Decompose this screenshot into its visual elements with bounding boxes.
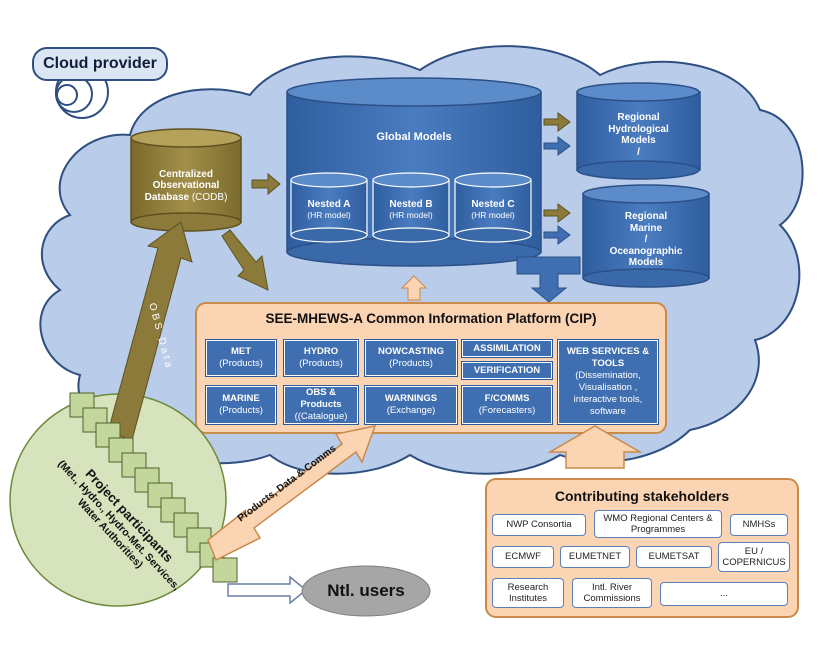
ntl-users-arrow [227, 575, 308, 605]
cip-title: SEE-MHEWS-A Common Information Platform … [265, 311, 597, 326]
global-models-title: Global Models [376, 130, 452, 143]
cip-warnings-title: WARNINGS [384, 393, 438, 405]
nested-b-label: Nested B (HR model) [373, 190, 449, 230]
codb-line1: Centralized [159, 168, 213, 180]
cip-fcomms-sub: (Forecasters) [478, 405, 536, 416]
regional-marine-cylinder [582, 184, 710, 288]
stakeholder-eumetsat: EUMETSAT [636, 546, 712, 568]
ntl-users-label: Ntl. users [327, 581, 405, 601]
cip-hydro-title: HYDRO [303, 346, 339, 358]
stakeholders-title: Contributing stakeholders [554, 488, 730, 504]
nested-c-name: Nested C [471, 199, 515, 211]
cip-nowcasting-sub: (Products) [389, 358, 433, 369]
nested-cylinders [290, 172, 532, 243]
nested-b-name: Nested B [389, 199, 433, 211]
regional-hydro-line2: Hydrological [608, 123, 669, 135]
stakeholder-wmo: WMO Regional Centers & Programmes [594, 510, 722, 538]
regional-marine-line4: Oceanographic [609, 245, 683, 257]
stakeholder-river-commissions: Intl. River Commissions [572, 578, 652, 608]
cip-nowcasting: NOWCASTING(Products) [364, 339, 458, 377]
regional-hydro-cylinder [576, 82, 701, 180]
participants-ellipse [9, 393, 227, 607]
codb-suffix: (CODB) [191, 191, 228, 203]
cip-obs-title2: Products [300, 399, 342, 411]
cloud-provider-box [32, 47, 168, 81]
cip-assimilation: ASSIMILATION [461, 339, 553, 358]
cip-web-l3: interactive tools, [573, 393, 643, 405]
nested-a-name: Nested A [307, 199, 351, 211]
cip-web-title2: TOOLS [591, 358, 625, 370]
regional-hydro-line3: Models [621, 135, 656, 146]
cip-web-l4: software [590, 405, 626, 417]
stakeholder-nwp: NWP Consortia [492, 514, 586, 536]
olive-arrows [221, 112, 571, 291]
stakeholders-up-arrow [547, 425, 643, 469]
stakeholder-ecmwf: ECMWF [492, 546, 554, 568]
cip-obs-sub: ((Catalogue) [294, 410, 348, 422]
codb-line2: Observational [152, 180, 220, 192]
cip-met: MET(Products) [205, 339, 277, 377]
cip-fcomms: F/COMMS(Forecasters) [461, 385, 553, 425]
cip-obs-products: OBS &Products((Catalogue) [283, 385, 359, 425]
cip-met-title: MET [230, 346, 252, 358]
cip-obs-title: OBS & [305, 387, 337, 399]
obs-data-arrow [107, 221, 193, 441]
regional-marine-line3: / [644, 234, 648, 246]
nested-b-sub: (HR model) [389, 209, 433, 220]
cip-warnings: WARNINGS(Exchange) [364, 385, 458, 425]
products-arrow [207, 424, 377, 562]
cloud-provider-label: Cloud provider [43, 54, 157, 72]
nested-c-sub: (HR model) [471, 209, 515, 220]
bubble-mid [55, 75, 93, 113]
cip-web-services: WEB SERVICES & TOOLS (Dissemination, Vis… [557, 339, 659, 425]
cip-web-l2: Visualisation , [578, 382, 638, 393]
cip-fcomms-title: F/COMMS [484, 393, 530, 405]
regional-hydro-line4: / [637, 146, 640, 158]
cip-web-l1: (Dissemination, [575, 370, 641, 382]
cip-marine-sub: (Products) [219, 405, 263, 416]
nested-a-label: Nested A (HR model) [291, 190, 367, 230]
cip-assimilation-title: ASSIMILATION [473, 342, 541, 354]
codb-cylinder [130, 128, 242, 232]
participant-stack [69, 392, 238, 583]
cip-hydro: HYDRO(Products) [283, 339, 359, 377]
cip-verification: VERIFICATION [461, 361, 553, 380]
cip-marine: MARINE(Products) [205, 385, 277, 425]
cip-nowcasting-title: NOWCASTING [378, 346, 444, 358]
regional-hydro-label: Regional Hydrological Models / [577, 104, 700, 166]
regional-marine-line5: Models [628, 257, 664, 269]
nested-a-sub: (HR model) [307, 209, 351, 220]
codb-label: Centralized Observational Database (CODB… [131, 150, 241, 222]
cip-verification-title: VERIFICATION [473, 364, 541, 376]
cip-up-arrow [400, 275, 428, 301]
stakeholder-eumetnet: EUMETNET [560, 546, 630, 568]
codb-line3: Database [144, 191, 190, 203]
stakeholder-research: Research Institutes [492, 578, 564, 608]
cip-met-sub: (Products) [219, 358, 263, 369]
cip-web-title: WEB SERVICES & [566, 346, 650, 358]
blue-arrows [516, 136, 581, 303]
stakeholder-ellipsis: ... [660, 582, 788, 606]
regional-marine-line1: Regional [624, 211, 668, 223]
stakeholder-eu-copernicus: EU / COPERNICUS [718, 542, 790, 572]
regional-hydro-line1: Regional [617, 112, 660, 123]
stakeholder-nmhss: NMHSs [730, 514, 788, 536]
cip-marine-title: MARINE [222, 393, 260, 405]
bubble-small [56, 84, 78, 106]
regional-marine-label: Regional Marine / Oceanographic Models [583, 206, 709, 274]
ntl-users-ellipse [301, 565, 431, 617]
cip-warnings-sub: (Exchange) [386, 405, 436, 416]
regional-marine-line2: Marine [629, 222, 663, 234]
cip-hydro-sub: (Products) [299, 358, 343, 369]
nested-c-label: Nested C (HR model) [455, 190, 531, 230]
